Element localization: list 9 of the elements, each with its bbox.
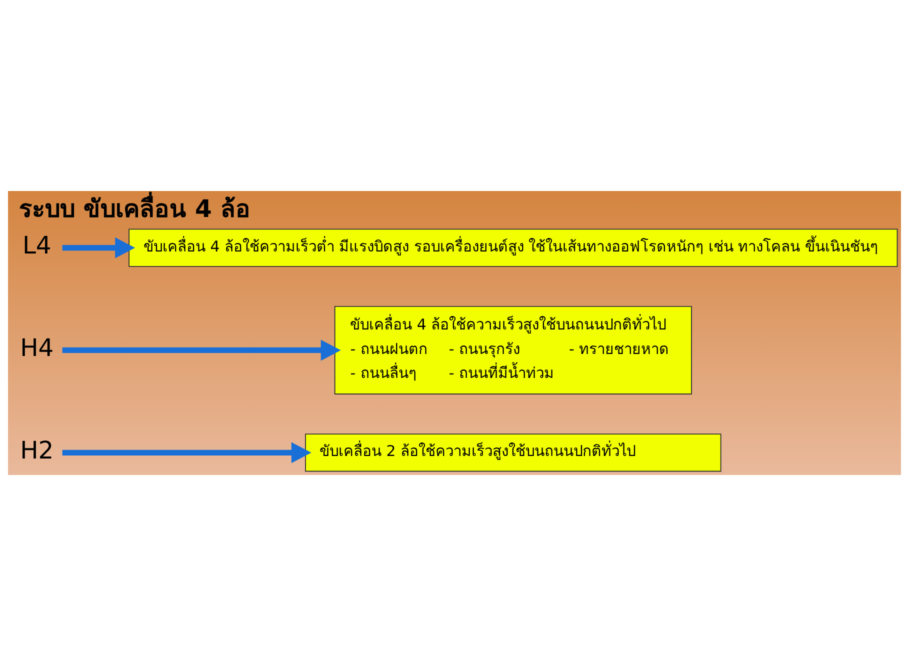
- node-text: H4: [20, 334, 54, 362]
- node-text: L4: [22, 232, 52, 260]
- node-box: ขับเคลื่อน 4 ล้อใช้ความเร็วสูงใช้บนถนนปกติทั่วไป - ถนนฝนตก - ถนนรุกรัง - ทรายชายหาด - ถนนลื่นๆ - ถนนที่มีน้ำท่วม: [334, 306, 692, 394]
- arrow: [62, 442, 312, 464]
- node-box: ขับเคลื่อน 2 ล้อใช้ความเร็วสูงใช้บนถนนปกติทั่วไป: [305, 434, 722, 472]
- node-box: ขับเคลื่อน 4 ล้อใช้ความเร็วต่ำ มีแรงบิดสูง รอบเครื่องยนต์สูง ใช้ในเส้นทางออฟโรดหนักๆ เช่น ทางโคลน ขึ้นเนินชันๆ: [128, 228, 898, 267]
- arrow: [62, 237, 136, 258]
- arrow: [62, 340, 341, 361]
- node-text: H2: [20, 436, 54, 465]
